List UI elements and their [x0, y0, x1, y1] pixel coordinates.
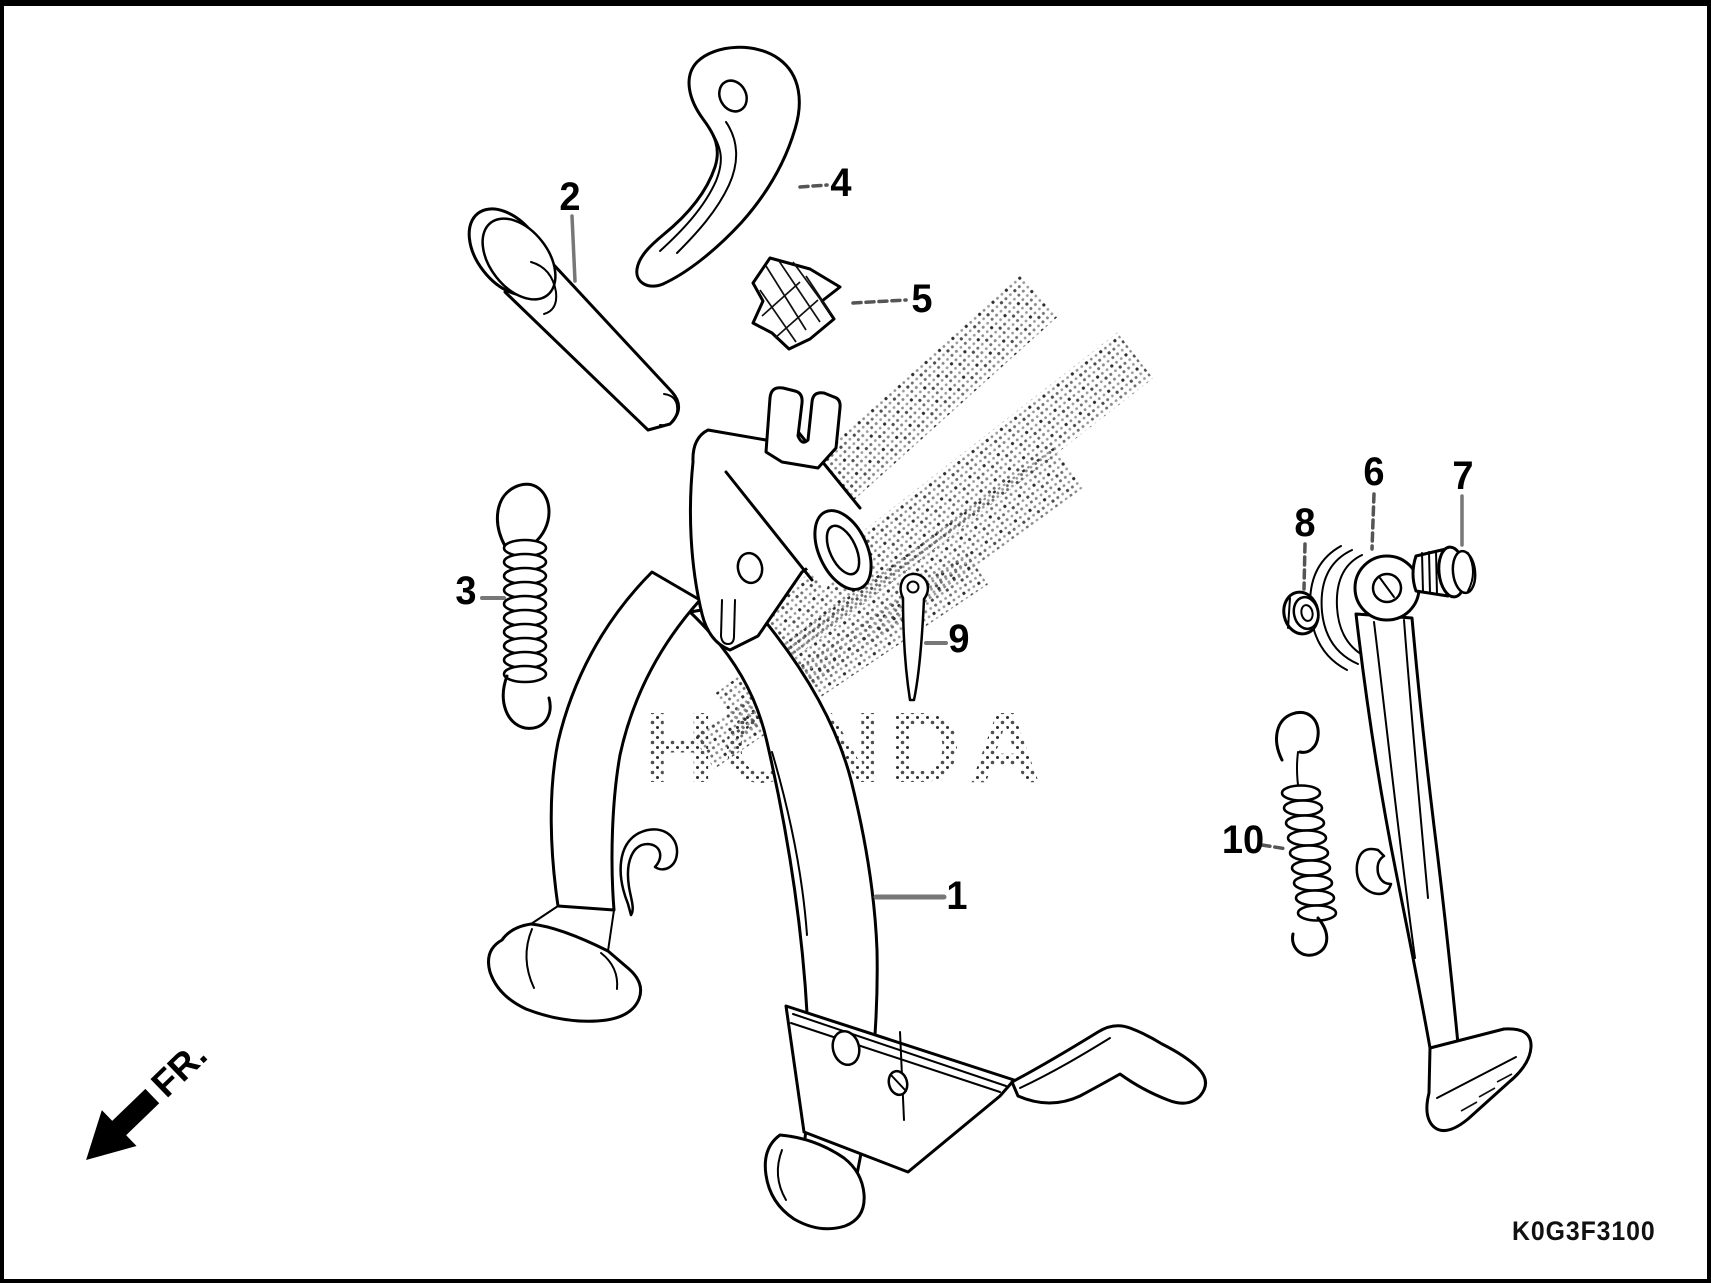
center-stand-left-leg: [549, 570, 702, 912]
side-stand-leg: [1354, 612, 1460, 1050]
callout-7-label: 7: [1452, 454, 1474, 498]
callout-9-label: 9: [948, 617, 970, 661]
callout-8-label: 8: [1294, 501, 1316, 545]
fr-arrow-shaft: [106, 1088, 160, 1141]
callout-5-label: 5: [911, 277, 933, 321]
cotter-pin-drawing: [899, 572, 930, 702]
center-stand-lever-arm: [1010, 1024, 1207, 1105]
side-stand-spring-hook: [1355, 847, 1393, 896]
callout-3-label: 3: [455, 569, 477, 613]
pivot-pin-drawing: [467, 207, 680, 432]
side-stand-foot: [1425, 1027, 1533, 1133]
callout-10-label: 10: [1221, 818, 1265, 862]
callout-2-label: 2: [559, 175, 581, 219]
callout-1-label: 1: [946, 874, 968, 918]
callout-4-label: 4: [830, 161, 852, 205]
side-stand-bolt-drawing: [1411, 545, 1477, 599]
center-stand-drawing: [487, 386, 1207, 1231]
center-stand-spring-drawing: [496, 482, 552, 730]
stopper-arm-drawing: [635, 45, 801, 288]
callout-6-label: 6: [1363, 450, 1385, 494]
center-stand-bracket-ears: [764, 386, 842, 470]
center-stand-hook: [619, 828, 679, 917]
center-stand-right-foot: [763, 1133, 866, 1231]
center-stand-left-foot: [487, 922, 643, 1023]
stopper-rubber-drawing: [751, 256, 842, 351]
diagram-code: K0G3F3100: [1512, 1216, 1656, 1246]
fr-label: FR.: [143, 1034, 215, 1105]
fr-direction-indicator: FR.: [68, 1030, 282, 1210]
side-stand-spring-drawing: [1275, 711, 1338, 957]
side-stand-drawing: [1309, 545, 1533, 1133]
callout-leader-lines: [480, 183, 1464, 900]
side-stand-nut-drawing: [1282, 590, 1320, 636]
